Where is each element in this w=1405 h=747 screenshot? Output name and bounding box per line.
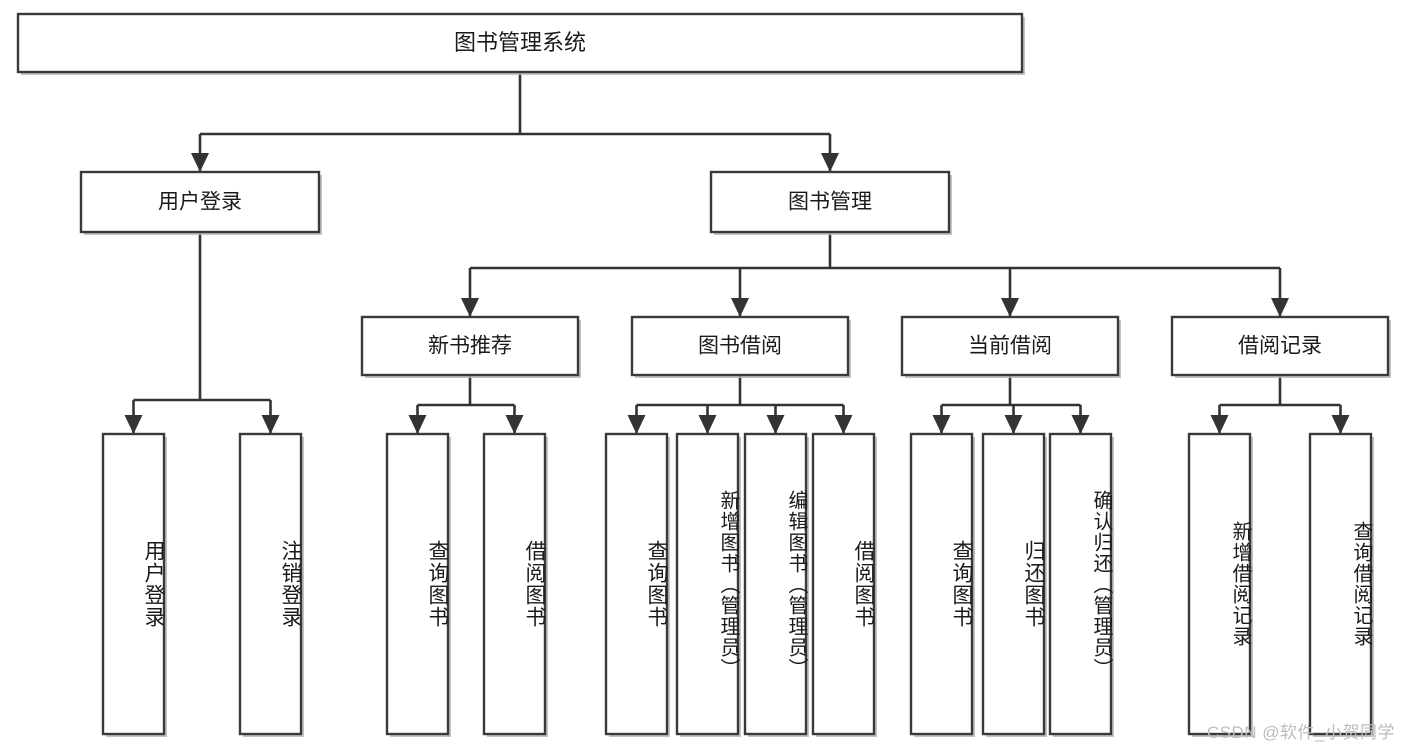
arrow-down-icon <box>1001 298 1019 317</box>
node-label-user-login: 用户登录 <box>158 191 242 214</box>
node-box-leaf-user-login[interactable] <box>101 432 166 736</box>
arrow-down-icon <box>731 298 749 317</box>
node-box-leaf-borrow-book-2[interactable] <box>811 432 876 736</box>
arrow-down-icon <box>1004 415 1023 434</box>
arrow-down-icon <box>261 415 280 434</box>
node-box-new-book-recommend[interactable] <box>360 315 580 377</box>
node-box-leaf-logout[interactable] <box>238 432 303 736</box>
arrow-down-icon <box>1071 415 1090 434</box>
arrow-down-icon <box>627 415 646 434</box>
node-box-leaf-edit-book-admin[interactable] <box>743 432 808 736</box>
node-layer <box>16 12 1391 737</box>
node-box-leaf-confirm-return-admin[interactable] <box>1048 432 1113 736</box>
arrow-down-icon <box>124 415 143 434</box>
arrow-down-icon <box>698 415 717 434</box>
node-box-leaf-query-book-3[interactable] <box>909 432 974 736</box>
arrow-down-icon <box>461 298 479 317</box>
arrow-down-icon <box>408 415 427 434</box>
arrow-down-icon <box>1210 415 1229 434</box>
node-box-leaf-query-borrow-record[interactable] <box>1308 432 1373 736</box>
arrow-down-icon <box>766 415 785 434</box>
arrow-down-icon <box>191 153 209 172</box>
node-label-new-book-recommend: 新书推荐 <box>428 335 512 358</box>
node-box-leaf-return-book[interactable] <box>981 432 1046 736</box>
arrow-down-icon <box>1331 415 1350 434</box>
node-label-root: 图书管理系统 <box>454 30 586 55</box>
node-box-book-borrow[interactable] <box>630 315 850 377</box>
node-box-root[interactable] <box>16 12 1024 74</box>
arrow-down-icon <box>834 415 853 434</box>
node-box-user-login[interactable] <box>79 170 321 234</box>
arrow-down-icon <box>1271 298 1289 317</box>
node-box-book-manage[interactable] <box>709 170 951 234</box>
node-box-leaf-query-book-1[interactable] <box>385 432 450 736</box>
node-label-current-borrow: 当前借阅 <box>968 335 1052 358</box>
csdn-watermark: CSDN @软件_小贺同学 <box>1206 723 1395 742</box>
node-box-leaf-add-book-admin[interactable] <box>675 432 740 736</box>
node-box-leaf-add-borrow-record[interactable] <box>1187 432 1252 736</box>
node-box-leaf-borrow-book-1[interactable] <box>482 432 547 736</box>
node-label-borrow-record: 借阅记录 <box>1238 335 1322 358</box>
node-box-borrow-record[interactable] <box>1170 315 1390 377</box>
node-box-leaf-query-book-2[interactable] <box>604 432 669 736</box>
arrow-down-icon <box>505 415 524 434</box>
arrow-down-icon <box>932 415 951 434</box>
connector-layer <box>124 72 1350 434</box>
node-label-book-borrow: 图书借阅 <box>698 335 782 358</box>
arrow-down-icon <box>821 153 839 172</box>
node-box-current-borrow[interactable] <box>900 315 1120 377</box>
node-label-book-manage: 图书管理 <box>788 191 872 214</box>
